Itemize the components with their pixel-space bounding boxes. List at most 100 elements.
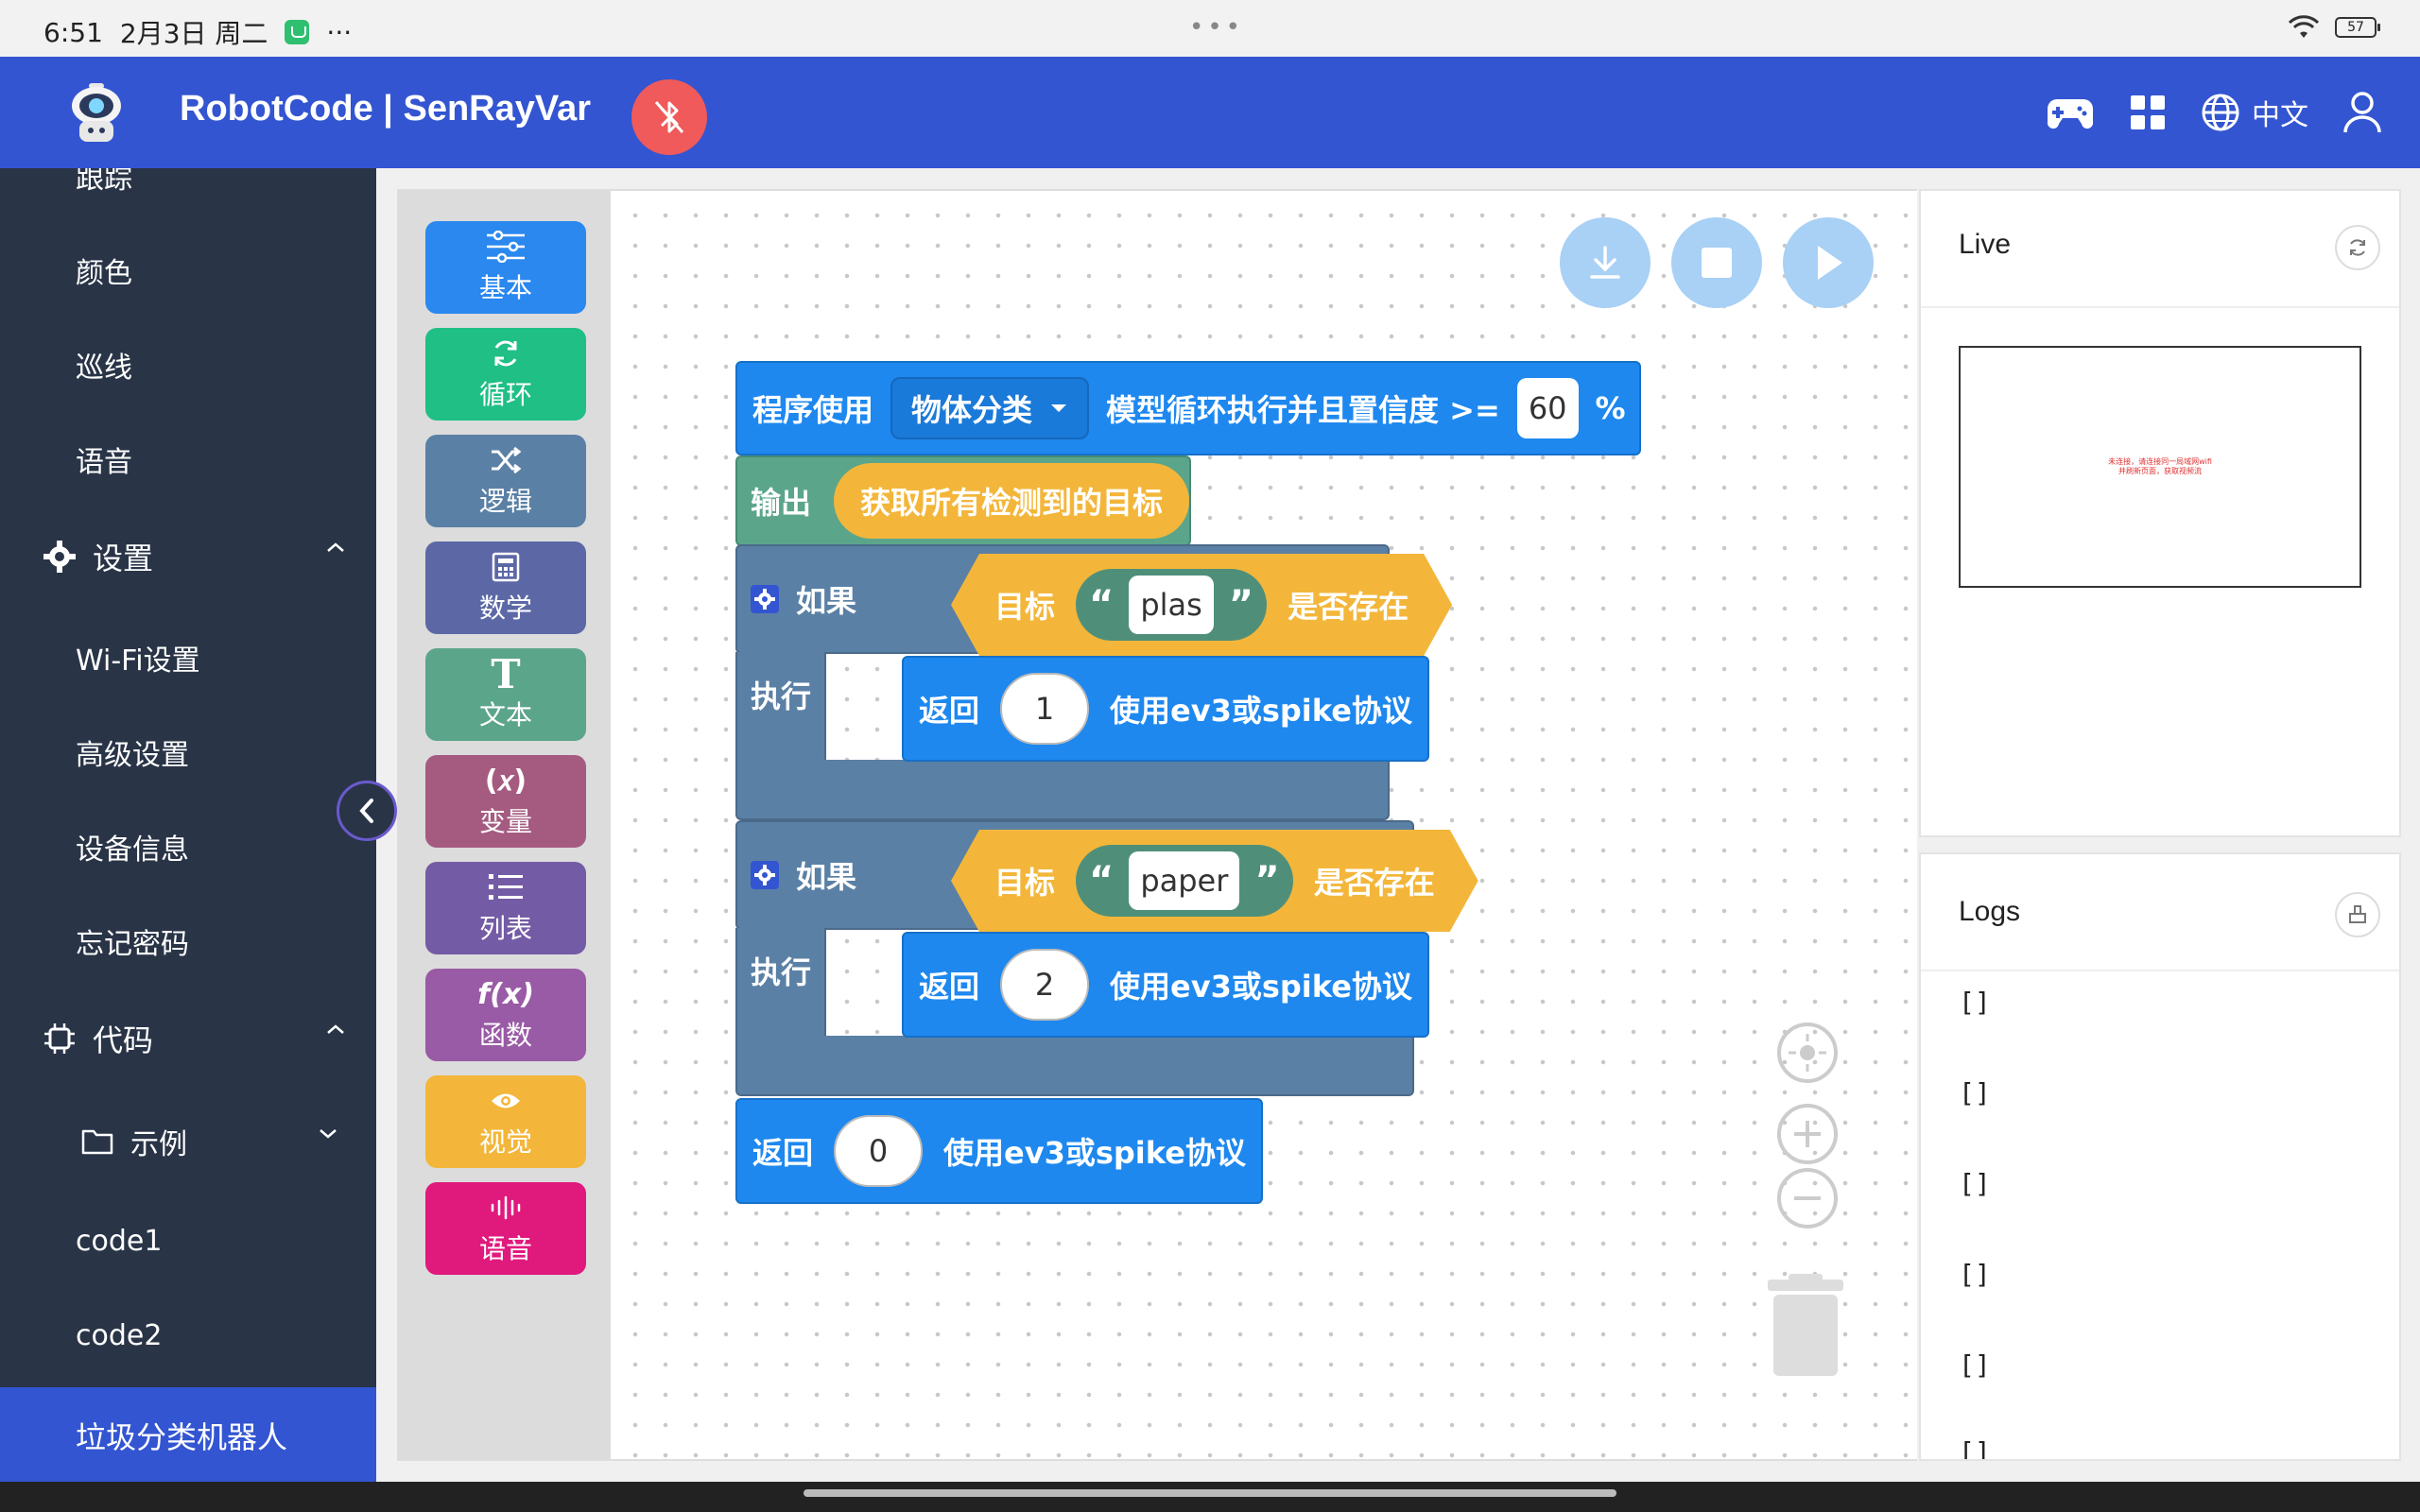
sidebar-item-voice[interactable]: 语音 xyxy=(76,446,132,479)
sidebar-item-advanced-settings[interactable]: 高级设置 xyxy=(76,739,189,772)
return-block[interactable]: 返回 1 使用ev3或spike协议 xyxy=(902,656,1429,762)
live-title: Live xyxy=(1959,229,2012,260)
multitask-dots[interactable]: ••• xyxy=(1189,13,1245,42)
category-loop[interactable]: 循环 xyxy=(425,328,586,421)
sidebar-item-code2[interactable]: code2 xyxy=(76,1319,163,1352)
live-status-message: 未连接，请连接同一局域网wifi xyxy=(2108,457,2212,466)
return-value-input[interactable]: 2 xyxy=(1000,949,1090,1021)
recenter-button[interactable] xyxy=(1777,1022,1838,1083)
category-text[interactable]: T 文本 xyxy=(425,648,586,741)
block-text: 输出 xyxy=(751,485,812,521)
sidebar-item-wifi-settings[interactable]: Wi-Fi设置 xyxy=(76,644,200,678)
block-text: 模型循环执行并且置信度 >= xyxy=(1106,392,1500,428)
final-return-block[interactable]: 返回 0 使用ev3或spike协议 xyxy=(735,1098,1263,1204)
category-voice[interactable]: 语音 xyxy=(425,1182,586,1275)
category-label: 数学 xyxy=(478,593,532,624)
condition-text: 是否存在 xyxy=(1288,589,1409,625)
logs-panel: Logs [] [] [] [] [] [] xyxy=(1919,852,2401,1461)
category-basic[interactable]: 基本 xyxy=(425,221,586,314)
plus-icon xyxy=(1794,1121,1821,1147)
target-name-input[interactable]: plas xyxy=(1129,576,1213,634)
sidebar-item-line-follow[interactable]: 巡线 xyxy=(76,352,132,385)
sidebar-item-active[interactable]: 垃圾分类机器人 xyxy=(0,1387,376,1482)
blockly-workspace: 基本 循环 逻辑 数学 T 文本 (𝑥) 变量 xyxy=(397,189,1917,1461)
if-label: 如果 xyxy=(796,859,857,895)
return-value-input[interactable]: 0 xyxy=(834,1115,924,1187)
sidebar-item-code1[interactable]: code1 xyxy=(76,1225,163,1258)
target-name-input[interactable]: paper xyxy=(1129,851,1239,910)
live-video-frame: 未连接，请连接同一局域网wifi 并刷新页面，获取视频流 xyxy=(1959,346,2361,588)
model-dropdown[interactable]: 物体分类 xyxy=(890,377,1090,439)
log-line: [] xyxy=(1959,1259,1991,1290)
stop-button[interactable] xyxy=(1671,217,1762,308)
download-button[interactable] xyxy=(1560,217,1651,308)
sidebar-item-tracking[interactable]: 跟踪 xyxy=(76,168,132,196)
refresh-button[interactable] xyxy=(2335,225,2380,270)
status-time: 6:51 xyxy=(43,16,103,48)
confidence-input[interactable]: 60 xyxy=(1516,378,1579,438)
category-logic[interactable]: 逻辑 xyxy=(425,435,586,527)
loop-icon xyxy=(490,336,522,370)
return-block[interactable]: 返回 2 使用ev3或spike协议 xyxy=(902,932,1429,1038)
zoom-out-button[interactable] xyxy=(1777,1168,1838,1228)
condition-text: 是否存在 xyxy=(1313,865,1435,901)
user-icon[interactable] xyxy=(2342,91,2382,134)
target-exists-condition[interactable]: 目标 “ plas ” 是否存在 xyxy=(951,554,1452,656)
string-literal-block[interactable]: “ plas ” xyxy=(1076,569,1267,641)
home-indicator[interactable] xyxy=(804,1489,1616,1497)
language-switch[interactable]: 中文 xyxy=(2201,92,2308,133)
globe-icon xyxy=(2202,94,2239,131)
category-variable[interactable]: (𝑥) 变量 xyxy=(425,755,586,848)
target-exists-condition[interactable]: 目标 “ paper ” 是否存在 xyxy=(951,830,1478,932)
do-label: 执行 xyxy=(751,679,812,714)
block-canvas[interactable]: 程序使用 物体分类 模型循环执行并且置信度 >= 60 % 输出 获取所有检测到… xyxy=(611,191,1917,1459)
clear-logs-button[interactable] xyxy=(2335,892,2380,937)
protocol-label: 使用ev3或spike协议 xyxy=(1110,969,1412,1005)
quote-close-icon: ” xyxy=(1254,859,1280,902)
string-literal-block[interactable]: “ paper ” xyxy=(1076,845,1293,917)
sidebar-collapse-button[interactable] xyxy=(337,781,397,841)
log-line: [] xyxy=(1959,1349,1991,1381)
category-label: 基本 xyxy=(478,272,532,303)
panel-divider xyxy=(1921,970,2399,971)
eye-icon xyxy=(490,1084,522,1118)
log-line: [] xyxy=(1959,1168,1991,1199)
condition-text: 目标 xyxy=(994,865,1056,901)
settings-gear-icon[interactable] xyxy=(751,861,779,889)
return-label: 返回 xyxy=(752,1135,814,1171)
apps-grid-icon[interactable] xyxy=(2129,94,2167,131)
sidebar-folder-examples[interactable]: 示例 xyxy=(81,1121,338,1162)
sidebar-section-code[interactable]: 代码 xyxy=(43,1017,346,1060)
model-loop-block[interactable]: 程序使用 物体分类 模型循环执行并且置信度 >= 60 % xyxy=(735,361,1641,455)
sidebar-item-device-info[interactable]: 设备信息 xyxy=(76,833,189,867)
list-icon xyxy=(487,870,525,904)
category-vision[interactable]: 视觉 xyxy=(425,1075,586,1168)
stop-icon xyxy=(1702,248,1732,278)
log-line: [] xyxy=(1959,987,1991,1018)
sidebar-section-settings[interactable]: 设置 xyxy=(43,535,346,578)
category-list[interactable]: 列表 xyxy=(425,862,586,954)
category-label: 语音 xyxy=(478,1233,532,1264)
gamepad-icon[interactable] xyxy=(2046,94,2095,131)
do-label: 执行 xyxy=(751,954,812,990)
return-value-input[interactable]: 1 xyxy=(1000,673,1090,745)
run-button[interactable] xyxy=(1783,217,1874,308)
quote-close-icon: ” xyxy=(1228,583,1254,627)
logs-title: Logs xyxy=(1959,896,2021,927)
category-label: 函数 xyxy=(478,1020,532,1051)
live-panel: Live 未连接，请连接同一局域网wifi 并刷新页面，获取视频流 xyxy=(1919,189,2401,837)
category-math[interactable]: 数学 xyxy=(425,541,586,634)
get-detected-targets-block[interactable]: 获取所有检测到的目标 xyxy=(834,463,1190,539)
category-function[interactable]: f(x) 函数 xyxy=(425,969,586,1061)
settings-gear-icon[interactable] xyxy=(751,585,779,613)
return-label: 返回 xyxy=(919,969,980,1005)
model-value: 物体分类 xyxy=(911,392,1033,428)
sidebar-item-color[interactable]: 颜色 xyxy=(76,257,132,290)
bluetooth-disconnected-button[interactable] xyxy=(631,79,707,155)
chip-icon xyxy=(44,1023,75,1054)
sidebar-item-forgot-password[interactable]: 忘记密码 xyxy=(76,928,189,961)
zoom-in-button[interactable] xyxy=(1777,1104,1838,1164)
bluetooth-off-icon xyxy=(654,101,684,133)
output-block[interactable]: 输出 获取所有检测到的目标 xyxy=(735,455,1191,546)
trash-icon[interactable] xyxy=(1768,1274,1843,1382)
